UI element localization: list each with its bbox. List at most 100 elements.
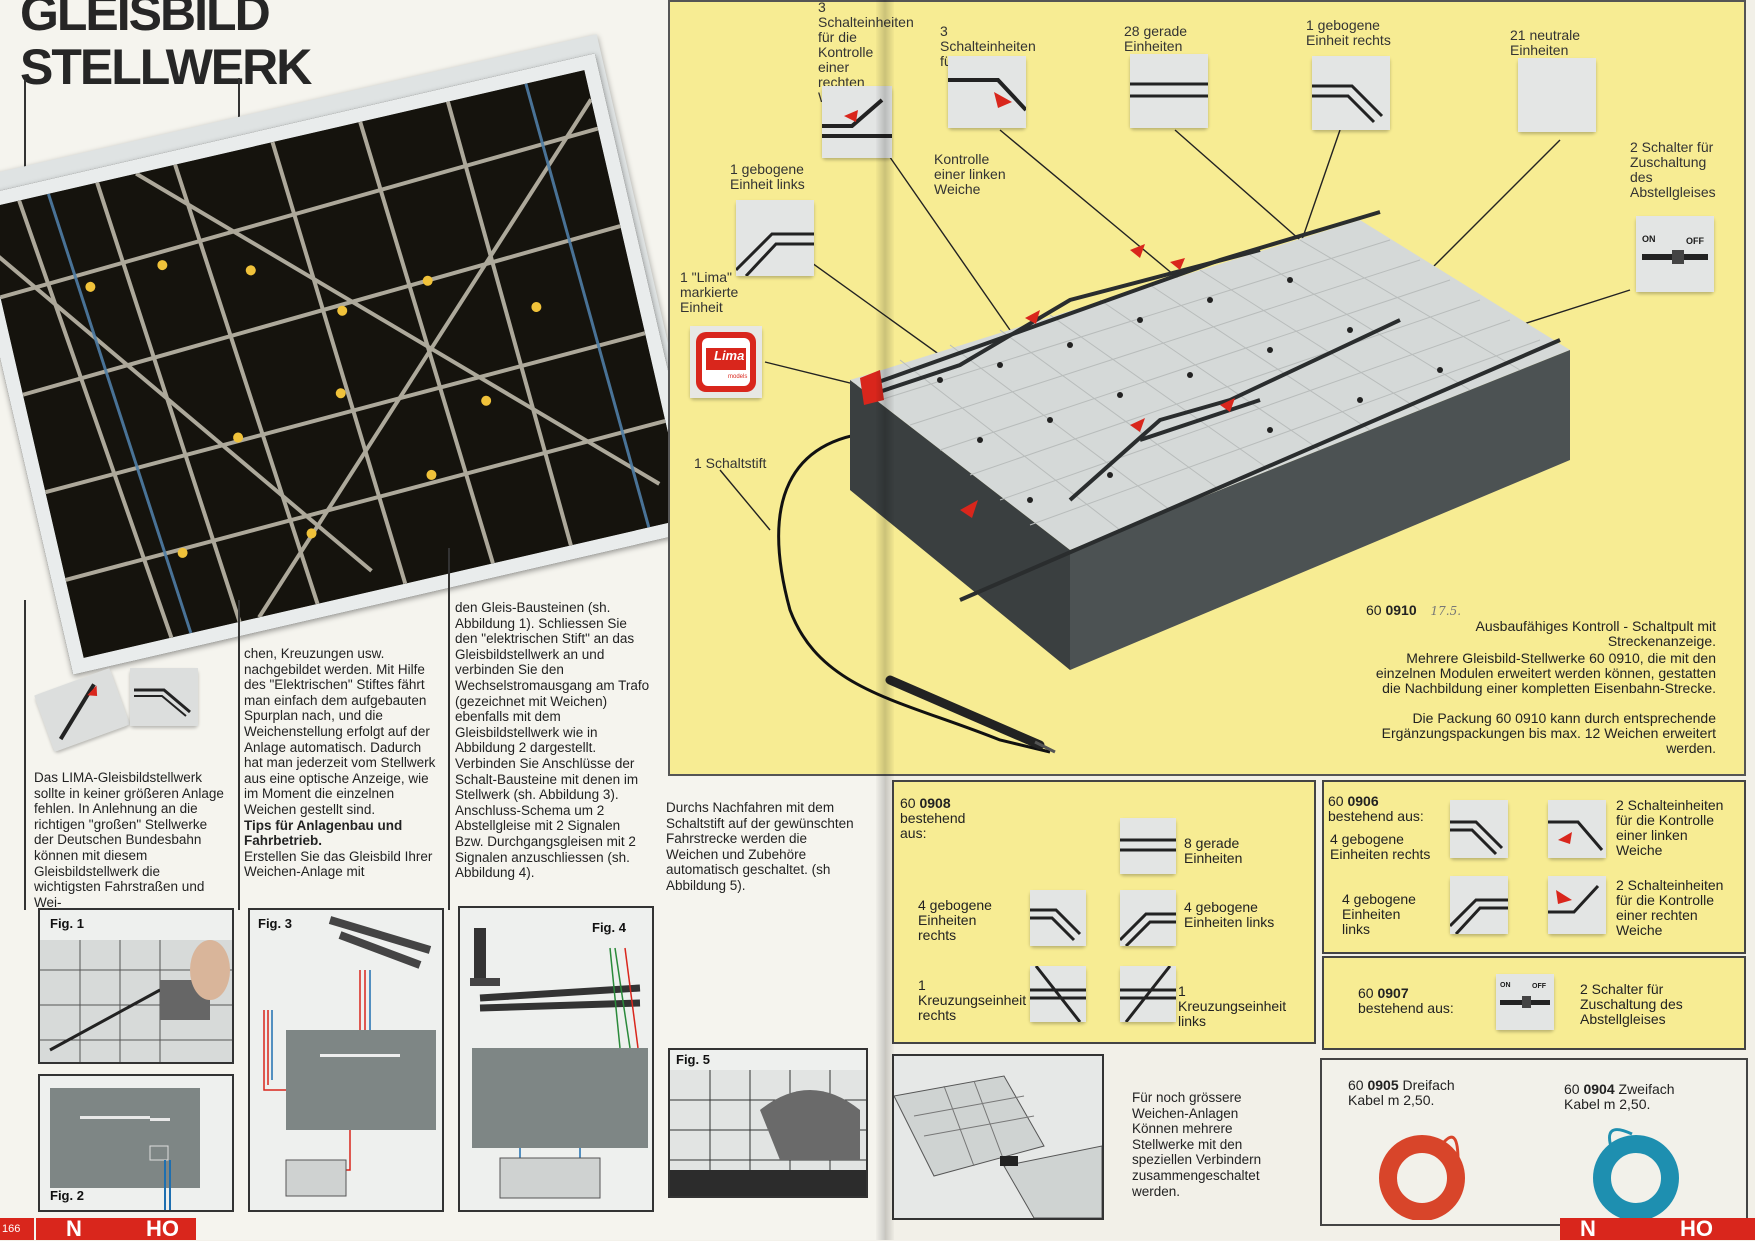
callout-neutral: 21 neutrale Einheiten bbox=[1510, 27, 1581, 58]
footer-scale-n: N bbox=[1580, 1216, 1596, 1241]
box-cables: 60 0905 Dreifach Kabel m 2,50. 60 0904 Z… bbox=[1320, 1058, 1748, 1226]
box-0906: 60 0906 bestehend aus: 4 gebogene Einhei… bbox=[1322, 780, 1746, 954]
footer-scale-ho: HO bbox=[146, 1216, 179, 1241]
lima-logo-sub: models bbox=[728, 374, 748, 380]
lima-logo-text: Lima bbox=[714, 348, 745, 363]
expansion-photo bbox=[892, 1054, 1104, 1220]
body-text-col1: Das LIMA-Gleisbildstellwerk sollte in ke… bbox=[34, 770, 224, 910]
tile-switch-left bbox=[1548, 800, 1606, 858]
box-0907-item: 2 Schalter für Zuschaltung des Abstellgl… bbox=[1580, 981, 1683, 1027]
figure-2-label: Fig. 2 bbox=[50, 1188, 84, 1203]
switch-off-label: OFF bbox=[1686, 236, 1704, 246]
cable-0904-label: 60 0904 Zweifach Kabel m 2,50. bbox=[1564, 1082, 1694, 1112]
tile-cross-right bbox=[1030, 966, 1086, 1022]
figure-4-art bbox=[470, 928, 648, 1199]
signal-box-photo bbox=[0, 53, 705, 675]
box-0908: 60 0908 bestehend aus: 8 gerade Einheite… bbox=[892, 780, 1316, 1044]
column-rule bbox=[448, 548, 450, 910]
switch-off-label: OFF bbox=[1532, 983, 1546, 990]
box-0908-item-straight: 8 gerade Einheiten bbox=[1184, 835, 1243, 866]
column-rule bbox=[238, 600, 240, 910]
callout-curved-left: 1 gebogene Einheit links bbox=[730, 161, 805, 192]
tile-on-off-switch: ON OFF bbox=[1496, 974, 1554, 1030]
tile-on-off-switch: ON OFF bbox=[1636, 216, 1714, 292]
box-0906-prefix: 60 bbox=[1328, 793, 1344, 809]
tile-curved-left bbox=[1450, 876, 1508, 934]
main-product-no: 0910 bbox=[1385, 602, 1417, 618]
tile-neutral bbox=[1518, 58, 1596, 132]
box-0907-suffix: bestehend aus: bbox=[1358, 1000, 1454, 1016]
tile-lima-logo: Lima models bbox=[690, 326, 762, 398]
title-line-1: GLEISBILD bbox=[20, 0, 271, 41]
cable-0905-text: Dreifach Kabel m 2,50. bbox=[1348, 1077, 1455, 1108]
expansion-photo-art bbox=[894, 1056, 1102, 1218]
body-text-col2-b: Erstellen Sie das Gleisbild Ihrer Weiche… bbox=[244, 848, 433, 880]
cable-0905-number: 0905 bbox=[1367, 1077, 1399, 1093]
switch-on-label: ON bbox=[1500, 982, 1511, 989]
box-0906-item-switch-right: 2 Schalteinheiten für die Kontrolle eine… bbox=[1616, 877, 1724, 938]
box-0908-number: 0908 bbox=[919, 795, 951, 811]
tile-switch-right bbox=[1548, 876, 1606, 934]
figure-3-label: Fig. 3 bbox=[258, 916, 292, 931]
box-0908-item-curved-right: 4 gebogene Einheiten rechts bbox=[918, 897, 992, 943]
figure-5-art bbox=[670, 1070, 866, 1196]
footer-scale-n: N bbox=[66, 1216, 82, 1241]
signal-box-photo-art bbox=[0, 70, 688, 658]
body-text-col3: den Gleis-Bausteinen (sh. Abbildung 1). … bbox=[455, 600, 650, 881]
figure-1-art bbox=[40, 940, 232, 1062]
body-text-col2: chen, Kreuzungen usw. nachgebildet werde… bbox=[244, 646, 440, 880]
box-0906-suffix: bestehend aus: bbox=[1328, 808, 1424, 824]
switch-on-label: ON bbox=[1642, 234, 1656, 244]
body-text-col2-a: chen, Kreuzungen usw. nachgebildet werde… bbox=[244, 646, 436, 817]
figure-5-label: Fig. 5 bbox=[676, 1052, 710, 1067]
cable-0904-text: Zweifach Kabel m 2,50. bbox=[1564, 1081, 1675, 1112]
figure-4: Fig. 4 bbox=[458, 906, 654, 1212]
box-0906-number: 0906 bbox=[1347, 793, 1379, 809]
callout-straight: 28 gerade Einheiten bbox=[1124, 23, 1188, 54]
figure-2: Fig. 2 bbox=[38, 1074, 234, 1212]
page-gutter bbox=[876, 0, 894, 1240]
tile-photo bbox=[130, 668, 198, 726]
box-0906-item-switch-left: 2 Schalteinheiten für die Kontrolle eine… bbox=[1616, 797, 1724, 858]
callout-curved-right: 1 gebogene Einheit rechts bbox=[1306, 17, 1391, 48]
box-0907-header: 60 0907 bestehend aus: bbox=[1358, 986, 1458, 1016]
body-text-col4: Durchs Nachfahren mit dem Schaltstift au… bbox=[666, 800, 854, 893]
cable-0905-label: 60 0905 Dreifach Kabel m 2,50. bbox=[1348, 1078, 1468, 1108]
figure-3-art bbox=[263, 916, 436, 1197]
cable-blue-icon bbox=[1593, 1128, 1679, 1220]
figure-5: Fig. 5 bbox=[668, 1048, 868, 1198]
main-product-desc-3: Die Packung 60 0910 kann durch entsprech… bbox=[1381, 710, 1716, 756]
stylus-pen bbox=[885, 675, 1056, 754]
cable-0905-prefix: 60 bbox=[1348, 1077, 1364, 1093]
tile-switch-right bbox=[822, 86, 892, 158]
box-0908-prefix: 60 bbox=[900, 795, 916, 811]
callout-lima-tile: 1 "Lima" markierte Einheit bbox=[680, 269, 739, 315]
cable-0904-number: 0904 bbox=[1583, 1081, 1615, 1097]
figure-3: Fig. 3 bbox=[248, 908, 444, 1212]
tile-curved-right bbox=[1312, 56, 1390, 130]
column-rule bbox=[24, 600, 26, 910]
figure-1: Fig. 1 bbox=[38, 908, 234, 1064]
figure-4-label: Fig. 4 bbox=[592, 920, 626, 935]
callout-switch-right: 3 Schalteinheiten für die Kontrolle eine… bbox=[818, 0, 914, 105]
title-line-2: STELLWERK bbox=[20, 39, 312, 95]
box-0907-number: 0907 bbox=[1377, 985, 1409, 1001]
box-0908-item-cross-right: 1 Kreuzungseinheit rechts bbox=[918, 977, 1027, 1023]
cable-red-icon bbox=[1379, 1135, 1465, 1220]
main-product-number: 60 0910 17.5. bbox=[1366, 603, 1461, 619]
tips-heading: Tips für Anlagenbau und Fahrbetrieb. bbox=[244, 817, 403, 849]
footer-scale-ho: HO bbox=[1680, 1216, 1713, 1241]
main-product-desc-1: Ausbaufähiges Kontroll - Schaltpult mit … bbox=[1475, 618, 1716, 649]
column-rule bbox=[238, 78, 240, 128]
tile-curved-left bbox=[1120, 890, 1176, 946]
callout-stylus: 1 Schaltstift bbox=[694, 455, 767, 471]
box-0907: 60 0907 bestehend aus: ON OFF 2 Schalter… bbox=[1322, 956, 1746, 1050]
callout-siding-switch: 2 Schalter für Zuschaltung des Abstellgl… bbox=[1630, 139, 1716, 200]
tile-straight bbox=[1130, 54, 1208, 128]
box-0908-item-cross-left: 1 Kreuzungseinheit links bbox=[1178, 983, 1287, 1029]
column-rule bbox=[24, 80, 26, 180]
tile-cross-left bbox=[1120, 966, 1176, 1022]
expansion-text: Für noch grössere Weichen-Anlagen Können… bbox=[1132, 1090, 1262, 1199]
footer-scale-bar-right: N HO bbox=[1560, 1218, 1755, 1240]
callout-control-left: Kontrolle einer linken Weiche bbox=[934, 151, 1006, 197]
